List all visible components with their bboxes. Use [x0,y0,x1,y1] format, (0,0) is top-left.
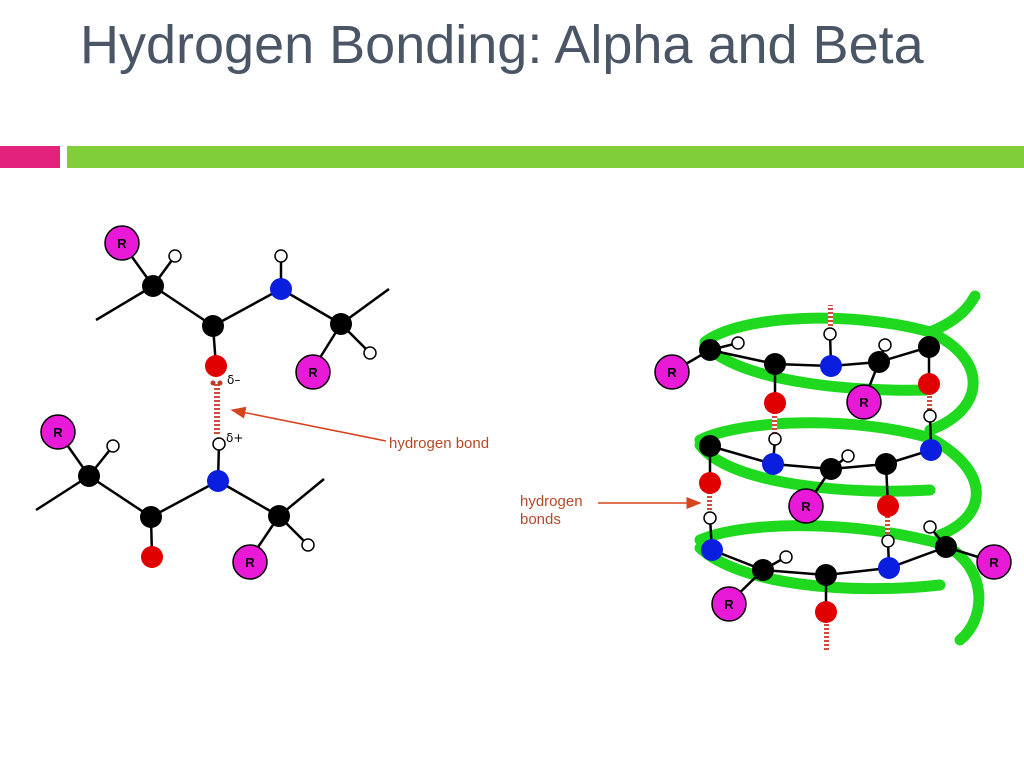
hydrogen-bond-line [885,512,890,536]
svg-text:R: R [53,425,63,440]
carbon-atom [140,506,162,528]
hydrogen-atom [106,439,120,453]
carbon-atom [868,351,890,373]
hydrogen-atom [768,432,782,446]
beta-bonding-diagram: R R R R δ– δ+ hydrogen bond [35,225,489,580]
hydrogen-bond-line [927,390,932,412]
hydrogen-atom [703,511,717,525]
svg-text:R: R [308,365,318,380]
svg-text:R: R [859,395,869,410]
nitrogen-atom [820,355,842,377]
r-group: R [104,225,140,261]
svg-text:R: R [724,597,734,612]
nitrogen-atom [762,453,784,475]
hydrogen-atom [878,338,892,352]
carbon-atom [752,559,774,581]
oxygen-atom [815,601,837,623]
hydrogen-atom [274,249,288,263]
hydrogen-atom [841,449,855,463]
title-underline-pink [0,146,60,168]
r-group: R [788,488,824,524]
carbon-atom [202,315,224,337]
r-group: R [232,544,268,580]
svg-text:R: R [989,555,999,570]
oxygen-atom [918,373,940,395]
r-group: R [976,544,1012,580]
hydrogen-atom [923,409,937,423]
hydrogen-atom [363,346,377,360]
oxygen-atom [205,355,227,377]
carbon-atom [78,465,100,487]
hydrogen-atom [779,550,793,564]
hydrogen-bonds-label-line1: hydrogen [520,493,583,510]
carbon-atom [764,353,786,375]
hydrogen-bond-label: hydrogen bond [389,435,489,452]
carbon-atom [820,458,842,480]
hydrogen-atom [923,520,937,534]
oxygen-atom [699,472,721,494]
carbon-atom [815,564,837,586]
hydrogen-bond-line [707,490,712,514]
hydrogen-bond-line [824,620,829,650]
nitrogen-atom [920,439,942,461]
hydrogen-atom [731,336,745,350]
nitrogen-atom [270,278,292,300]
nitrogen-atom [207,470,229,492]
hydrogen-atom [212,437,226,451]
svg-text:R: R [245,555,255,570]
carbon-atom [935,536,957,558]
alpha-helix-diagram: R R R R R hydrogen bonds [520,290,1012,650]
r-group: R [654,354,690,390]
r-group: R [711,586,747,622]
carbon-atom [918,336,940,358]
delta-plus-label: δ+ [226,431,243,445]
title-underline-green [67,146,1024,168]
hydrogen-atom [823,327,837,341]
carbon-atom [699,435,721,457]
oxygen-atom [764,392,786,414]
carbon-atom [699,339,721,361]
carbon-atom [142,275,164,297]
r-group: R [846,384,882,420]
hydrogen-bond-line [772,410,777,434]
hydrogen-atom [301,538,315,552]
hydrogen-atom [168,249,182,263]
delta-minus-label: δ– [227,373,240,387]
slide-title: Hydrogen Bonding: Alpha and Beta [80,15,924,75]
r-group: R [40,414,76,450]
nitrogen-atom [878,557,900,579]
oxygen-atom [877,495,899,517]
oxygen-atom [141,546,163,568]
hydrogen-bond-line [828,305,833,329]
r-group: R [295,354,331,390]
svg-text:R: R [667,365,677,380]
svg-text:R: R [117,236,127,251]
carbon-atom [330,313,352,335]
hydrogen-bonds-label-line2: bonds [520,511,561,528]
svg-text:R: R [801,499,811,514]
hydrogen-bond-arrow [230,406,387,442]
carbon-atom [875,453,897,475]
hydrogen-bond-line [214,384,220,434]
hydrogen-atom [881,534,895,548]
carbon-atom [268,505,290,527]
nitrogen-atom [701,539,723,561]
